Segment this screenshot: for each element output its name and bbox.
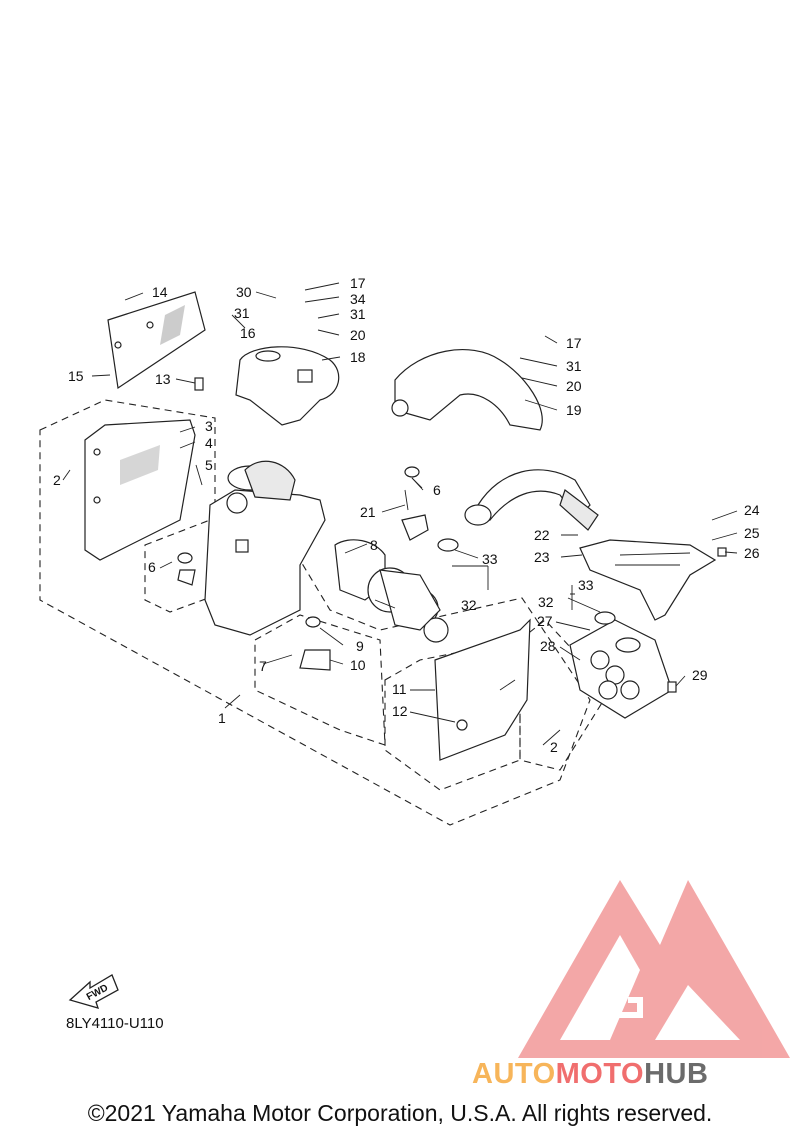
callout-8: 8 xyxy=(370,537,378,553)
grommet-6-right xyxy=(404,466,420,478)
callout-6-right: 6 xyxy=(433,482,441,498)
exhaust-pipe-upper xyxy=(391,349,543,431)
callout-24: 24 xyxy=(744,502,760,518)
callout-32-upper: 32 xyxy=(461,597,477,613)
callout-12: 12 xyxy=(392,703,408,719)
callout-22: 22 xyxy=(534,527,550,543)
automotohub-logo xyxy=(518,880,790,1058)
callout-3: 3 xyxy=(205,418,213,434)
copyright-footer: ©2021 Yamaha Motor Corporation, U.S.A. A… xyxy=(87,1100,713,1126)
leader-lines xyxy=(62,282,738,746)
callout-5: 5 xyxy=(205,457,213,473)
callout-20-right: 20 xyxy=(566,378,582,394)
callout-labels: 1 2 2 3 4 5 6 6 7 8 9 10 11 12 13 14 15 … xyxy=(53,275,760,755)
callout-31-b: 31 xyxy=(350,306,366,322)
callout-31-a: 31 xyxy=(234,305,250,321)
bolt-13 xyxy=(194,377,204,391)
brand-part-moto: MOTO xyxy=(555,1058,645,1090)
callout-17-right: 17 xyxy=(566,335,582,351)
assembly-4-outline xyxy=(384,639,521,791)
bolt-29 xyxy=(667,681,677,693)
callout-7: 7 xyxy=(259,658,267,674)
callout-9: 9 xyxy=(356,638,364,654)
callout-17-top: 17 xyxy=(350,275,366,291)
brand-wordmark: AUTOMOTOHUB xyxy=(472,1058,708,1091)
callout-16: 16 xyxy=(240,325,256,341)
callout-14: 14 xyxy=(152,284,168,300)
bracket-10 xyxy=(299,616,331,671)
callout-33-lower: 33 xyxy=(578,577,594,593)
fwd-arrow-icon: FWD xyxy=(68,974,119,1009)
bracket-21 xyxy=(401,489,429,541)
callout-13: 13 xyxy=(155,371,171,387)
callout-25: 25 xyxy=(744,525,760,541)
grommet-6-left xyxy=(177,552,196,586)
exhaust-cover-upper xyxy=(235,346,340,426)
callout-30: 30 xyxy=(236,284,252,300)
callout-32-lower: 32 xyxy=(538,594,554,610)
assembly-1-outline xyxy=(39,399,591,826)
callout-11: 11 xyxy=(392,681,407,697)
callout-28: 28 xyxy=(540,638,556,654)
callout-31-c: 31 xyxy=(566,358,582,374)
exhaust-shield-lower xyxy=(579,539,717,621)
callout-2-left: 2 xyxy=(53,472,61,488)
assembly-2-outline xyxy=(144,519,231,613)
assembly-3-outline xyxy=(254,614,386,746)
turbocharger xyxy=(334,539,449,643)
callout-34: 34 xyxy=(350,291,366,307)
clamp-33-upper xyxy=(437,538,459,552)
callout-10: 10 xyxy=(350,657,366,673)
callout-23: 23 xyxy=(534,549,550,565)
brand-part-hub: HUB xyxy=(644,1058,709,1090)
callout-26: 26 xyxy=(744,545,760,561)
assembly-5-outline xyxy=(519,619,611,771)
callout-19: 19 xyxy=(566,402,582,418)
callout-21: 21 xyxy=(360,504,376,520)
brand-part-auto: AUTO xyxy=(472,1058,556,1090)
callout-2-right: 2 xyxy=(550,739,558,755)
callout-15: 15 xyxy=(68,368,84,384)
side-cover-left xyxy=(84,419,196,561)
heat-shield-plate xyxy=(107,291,206,390)
muffler-body xyxy=(204,460,326,636)
clamp-33-lower xyxy=(594,611,616,625)
side-cover-right xyxy=(434,618,531,761)
callout-33-upper: 33 xyxy=(482,551,498,567)
callout-27: 27 xyxy=(537,613,553,629)
exhaust-pipe-lower xyxy=(464,469,599,531)
callout-6-left: 6 xyxy=(148,559,156,575)
callout-4: 4 xyxy=(205,435,213,451)
callout-18: 18 xyxy=(350,349,366,365)
diagram-code: 8LY4110-U110 xyxy=(66,1015,164,1032)
exhaust-manifold xyxy=(569,619,673,719)
callout-20-top: 20 xyxy=(350,327,366,343)
callout-29: 29 xyxy=(692,667,708,683)
bolt-26 xyxy=(717,547,727,557)
callout-1: 1 xyxy=(218,710,226,726)
